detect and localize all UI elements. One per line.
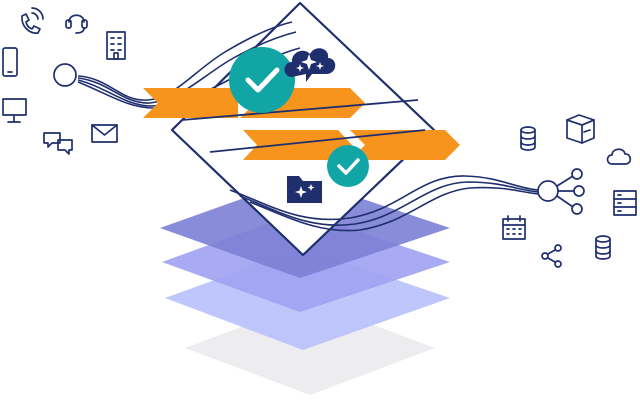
- arrow-bottom-left: [243, 130, 352, 160]
- arrow-bottom-right: [350, 130, 460, 160]
- hub-node-icon: [53, 63, 77, 87]
- headset-icon: [65, 14, 88, 34]
- database-icon: [595, 235, 611, 260]
- check-badge-icon: [327, 145, 369, 187]
- hub-node-icon: [537, 168, 585, 215]
- arrow-top-left: [143, 88, 238, 118]
- mobile-icon: [2, 47, 18, 77]
- server-box-icon: [566, 114, 595, 144]
- ai-sparkle-cloud-icon: [284, 48, 336, 82]
- share-icon: [541, 244, 562, 268]
- left-icons: [2, 7, 126, 155]
- calendar-icon: [502, 215, 526, 240]
- chat-bubbles-icon: [43, 132, 73, 155]
- server-rack-icon: [613, 190, 637, 216]
- envelope-icon: [91, 124, 118, 143]
- cloud-icon: [606, 148, 632, 165]
- database-icon: [520, 126, 536, 151]
- right-cable-bundle: [229, 175, 539, 232]
- diamond-dividers: [181, 99, 426, 153]
- right-icons: [502, 114, 637, 268]
- ai-sparkle-folder-icon: [287, 176, 322, 203]
- check-badge-icon: [229, 47, 295, 113]
- monitor-icon: [2, 98, 27, 123]
- phone-icon: [21, 7, 44, 34]
- building-icon: [106, 31, 126, 60]
